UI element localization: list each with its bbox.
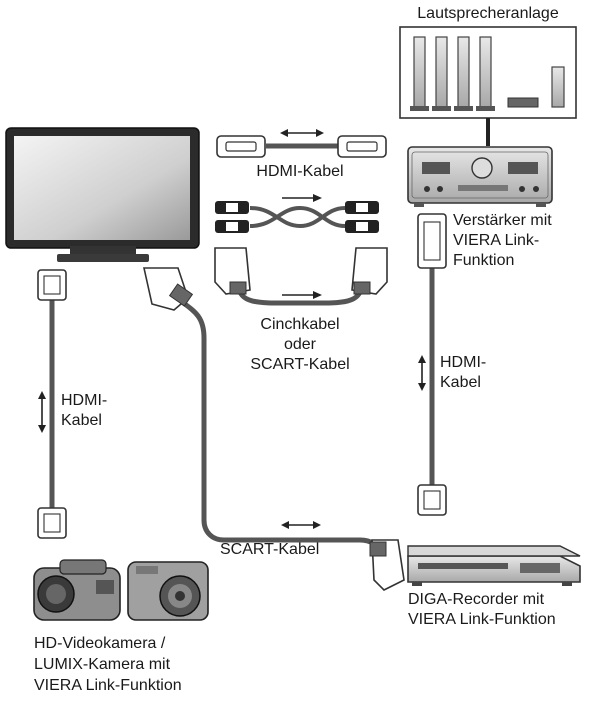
amplifier-label-line1: Verstärker mit xyxy=(453,212,552,229)
bidirectional-arrow-icon xyxy=(281,521,321,529)
speaker-system-label: Lautsprecheranlage xyxy=(417,5,559,22)
camera-label-line2: LUMIX-Kamera mit xyxy=(34,656,171,673)
hdmi-cable-left-label-line1: HDMI- xyxy=(61,392,108,409)
recorder-label-line1: DIGA-Recorder mit xyxy=(408,591,545,608)
right-arrow-icon xyxy=(282,194,322,202)
hdmi-cable-left xyxy=(37,269,67,539)
amplifier-label-line2: VIERA Link- xyxy=(453,232,540,249)
av-cable-label-line3: SCART-Kabel xyxy=(250,356,350,373)
photo-camera-icon xyxy=(127,561,209,621)
bidirectional-arrow-icon xyxy=(280,129,324,137)
hdmi-cable-icon xyxy=(216,135,387,158)
hdmi-cable-right xyxy=(417,213,447,516)
camera-label-line3: VIERA Link-Funktion xyxy=(34,677,182,694)
recorder-label-line2: VIERA Link-Funktion xyxy=(408,611,556,628)
speaker-icon xyxy=(410,36,565,111)
av-cable-label-line2: oder xyxy=(283,336,317,353)
scart-cable-label: SCART-Kabel xyxy=(220,541,320,558)
vertical-bidirectional-arrow-icon xyxy=(38,391,46,433)
tv-icon xyxy=(5,127,200,262)
video-camera-icon xyxy=(33,559,121,621)
hdmi-cable-label-top: HDMI-Kabel xyxy=(256,163,344,180)
speaker-system xyxy=(399,26,577,119)
camera-label-line1: HD-Videokamera / xyxy=(34,635,166,652)
amplifier-label-line3: Funktion xyxy=(453,252,515,269)
vertical-bidirectional-arrow-icon xyxy=(418,355,426,391)
scart-cable-main xyxy=(143,267,405,591)
recorder-icon xyxy=(407,545,581,586)
hdmi-cable-left-label-line2: Kabel xyxy=(61,412,102,429)
hdmi-cable-right-label-line2: Kabel xyxy=(440,374,481,391)
amplifier-icon xyxy=(407,146,553,207)
right-arrow-icon xyxy=(282,291,322,299)
cinch-cable-icon xyxy=(215,201,379,233)
scart-cable-icon xyxy=(214,247,388,306)
av-cable-label-line1: Cinchkabel xyxy=(260,316,340,333)
hdmi-cable-right-label-line1: HDMI- xyxy=(440,354,487,371)
